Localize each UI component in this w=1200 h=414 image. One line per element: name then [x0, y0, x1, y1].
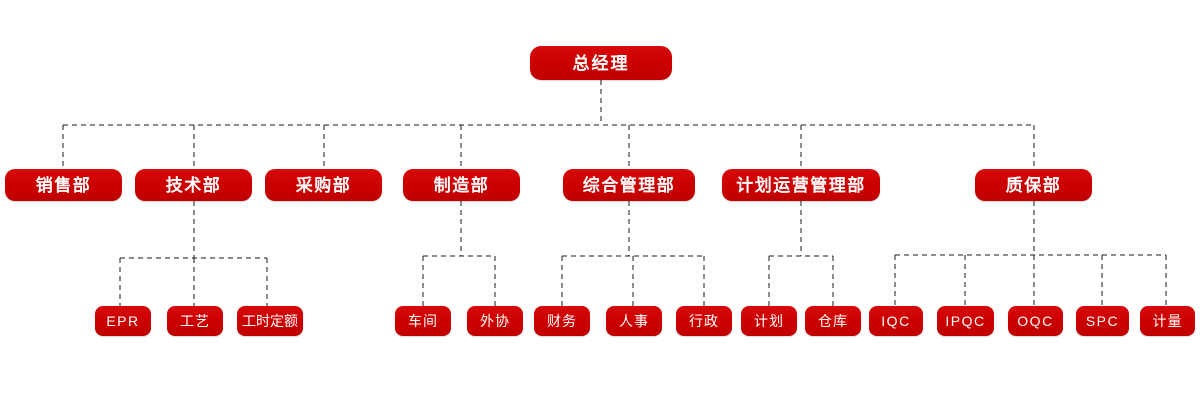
org-node-label: 计量 — [1152, 313, 1183, 329]
org-node-label: 工时定额 — [242, 313, 298, 329]
org-node-metro[interactable]: 计量 — [1140, 306, 1195, 336]
org-node-label: 车间 — [408, 313, 438, 329]
org-node-label: 计划 — [754, 313, 784, 329]
org-node-label: 总经理 — [572, 53, 630, 73]
org-node-label: 质保部 — [1005, 175, 1062, 195]
org-node-process[interactable]: 工艺 — [167, 306, 223, 336]
org-node-label: 计划运营管理部 — [736, 175, 866, 195]
org-node-label: 行政 — [689, 313, 719, 329]
org-node-label: 财务 — [547, 313, 577, 329]
org-node-label: 销售部 — [35, 175, 92, 195]
org-node-spc[interactable]: SPC — [1076, 306, 1129, 336]
org-node-planops[interactable]: 计划运营管理部 — [722, 169, 880, 201]
org-node-quota[interactable]: 工时定额 — [237, 306, 303, 336]
org-node-label: 工艺 — [180, 313, 210, 329]
org-node-epr[interactable]: EPR — [95, 306, 151, 336]
org-node-iqc[interactable]: IQC — [869, 306, 923, 336]
org-node-qa[interactable]: 质保部 — [975, 169, 1092, 201]
org-node-tech[interactable]: 技术部 — [135, 169, 252, 201]
org-node-finance[interactable]: 财务 — [534, 306, 590, 336]
org-node-label: 制造部 — [433, 175, 490, 195]
org-node-genmgmt[interactable]: 综合管理部 — [563, 169, 695, 201]
org-node-manuf[interactable]: 制造部 — [403, 169, 520, 201]
org-node-label: 仓库 — [818, 313, 848, 329]
org-node-hr[interactable]: 人事 — [606, 306, 662, 336]
org-node-label: 外协 — [480, 313, 510, 329]
org-node-purch[interactable]: 采购部 — [265, 169, 382, 201]
org-node-admin[interactable]: 行政 — [676, 306, 732, 336]
org-node-sales[interactable]: 销售部 — [5, 169, 122, 201]
org-node-label: 人事 — [619, 313, 649, 329]
org-node-label: EPR — [106, 313, 140, 329]
org-node-label: 采购部 — [295, 175, 352, 195]
org-node-label: SPC — [1085, 313, 1120, 329]
org-node-ipqc[interactable]: IPQC — [937, 306, 994, 336]
org-node-outsrc[interactable]: 外协 — [467, 306, 523, 336]
org-node-label: IQC — [881, 313, 911, 329]
org-node-oqc[interactable]: OQC — [1008, 306, 1063, 336]
org-node-label: 技术部 — [165, 175, 222, 195]
org-node-shop[interactable]: 车间 — [395, 306, 451, 336]
org-node-label: OQC — [1017, 313, 1054, 329]
org-node-wh[interactable]: 仓库 — [805, 306, 861, 336]
org-node-label: 综合管理部 — [582, 175, 676, 195]
org-node-plan[interactable]: 计划 — [741, 306, 797, 336]
org-node-gm[interactable]: 总经理 — [530, 46, 672, 80]
org-node-label: IPQC — [945, 313, 986, 329]
